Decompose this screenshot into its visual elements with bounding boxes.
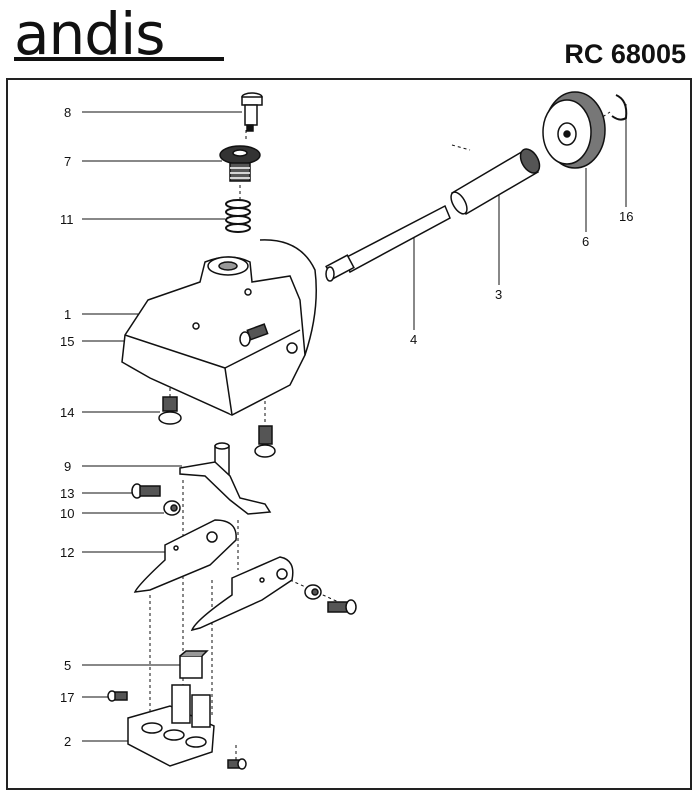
part-17-screw [107, 690, 128, 702]
callout-2: 2 [64, 734, 71, 749]
right-screw [327, 599, 357, 615]
part-12-blade-arm-left [133, 519, 237, 593]
base-screw [227, 758, 247, 770]
callout-14: 14 [60, 405, 74, 420]
part-5-block [179, 650, 209, 679]
callout-9: 9 [64, 459, 71, 474]
callout-7: 7 [64, 154, 71, 169]
housing-screw [254, 425, 276, 458]
part-3-sleeve [450, 148, 541, 216]
callout-8: 8 [64, 105, 71, 120]
callout-1: 1 [64, 307, 71, 322]
brand-underline [14, 57, 224, 61]
part-13-screw [131, 483, 161, 499]
callout-12: 12 [60, 545, 74, 560]
part-12-blade-arm-right [190, 556, 294, 632]
callout-6: 6 [582, 234, 589, 249]
model-number: RC 68005 [564, 39, 686, 69]
callout-3: 3 [495, 287, 502, 302]
callout-15: 15 [60, 334, 74, 349]
callout-17: 17 [60, 690, 74, 705]
part-16-clip [611, 94, 628, 121]
part-10-bushing [163, 500, 181, 516]
callout-5: 5 [64, 658, 71, 673]
right-bushing [304, 584, 322, 600]
diagram-frame [6, 78, 692, 790]
part-2-base [127, 684, 215, 767]
part-11-spring [225, 199, 251, 233]
part-14-screw [158, 396, 182, 425]
callout-4: 4 [410, 332, 417, 347]
callout-10: 10 [60, 506, 74, 521]
dash-line-shaft [451, 144, 471, 151]
part-7-knurled-cap [219, 145, 261, 182]
part-4-shaft [325, 204, 451, 282]
part-15-screw [239, 323, 269, 347]
part-9-bracket [179, 442, 272, 515]
brand-logo: andis [14, 0, 165, 68]
callout-13: 13 [60, 486, 74, 501]
part-1-housing [121, 239, 317, 416]
callout-11: 11 [60, 212, 74, 227]
callout-16: 16 [619, 209, 633, 224]
part-8-pin [241, 92, 263, 132]
part-6-gear [542, 91, 606, 169]
